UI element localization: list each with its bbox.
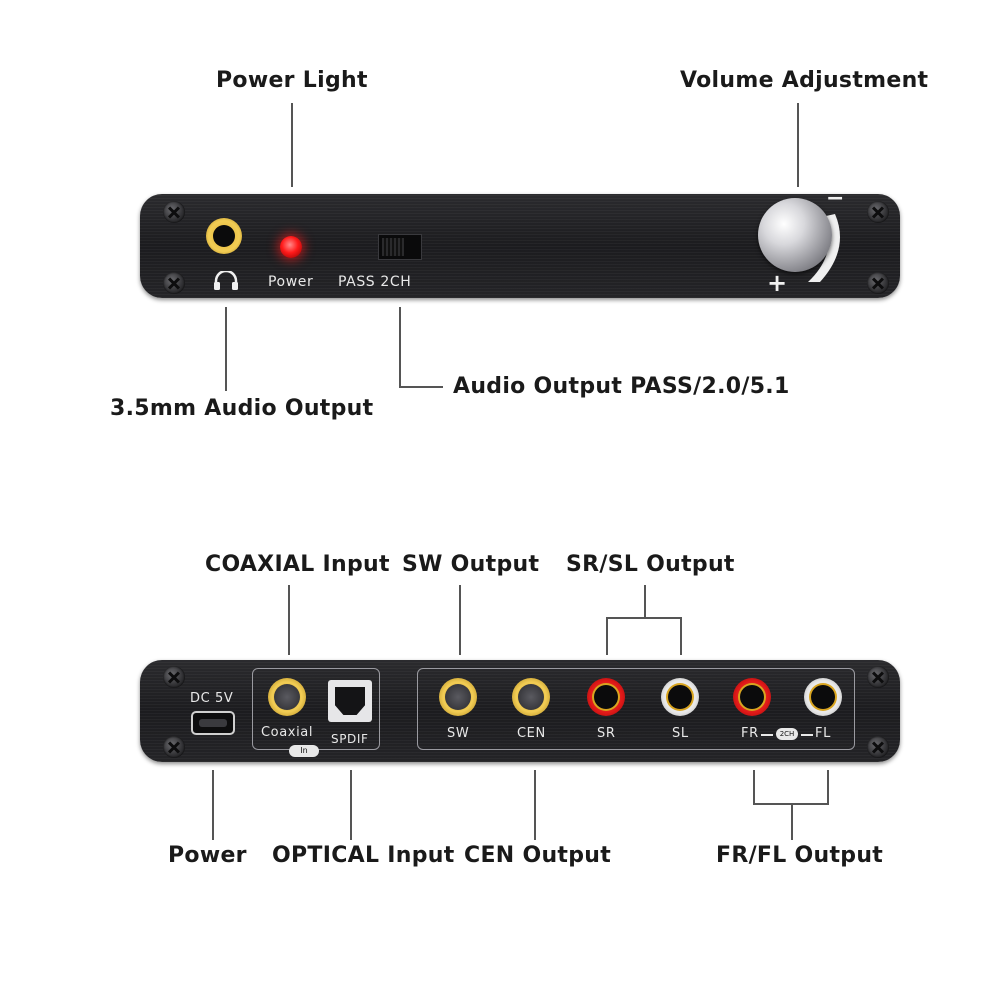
callout-coaxial-input: COAXIAL Input [205, 552, 390, 577]
dc-label: DC 5V [190, 691, 234, 706]
callout-sw-output: SW Output [402, 552, 540, 577]
coaxial-label: Coaxial [261, 725, 314, 740]
screw [163, 272, 185, 294]
screw [163, 736, 185, 758]
output-label-sw: SW [447, 726, 470, 741]
leader-optical [350, 770, 352, 840]
headphone-jack[interactable] [206, 218, 242, 254]
callout-srsl-output: SR/SL Output [566, 552, 735, 577]
callout-audio-output-mode: Audio Output PASS/2.0/5.1 [453, 374, 790, 399]
mode-switch[interactable] [378, 234, 422, 260]
leader-power-light [291, 103, 293, 187]
output-label-sr: SR [597, 726, 616, 741]
output-label-cen: CEN [517, 726, 546, 741]
leader-sr [606, 617, 608, 655]
in-badge: In [289, 745, 319, 757]
spdif-label: SPDIF [331, 732, 369, 746]
leader-power [212, 770, 214, 840]
fr-jack[interactable] [733, 678, 771, 716]
leader-switch [399, 307, 401, 387]
fl-jack[interactable] [804, 678, 842, 716]
callout-power: Power [168, 843, 247, 868]
volume-plus: + [767, 269, 788, 297]
screw [867, 272, 889, 294]
callout-35mm-audio-output: 3.5mm Audio Output [110, 396, 374, 421]
output-group-frame [417, 668, 855, 750]
callout-frfl-output: FR/FL Output [716, 843, 884, 868]
output-label-fl: FL [815, 726, 831, 741]
leader-coaxial [288, 585, 290, 655]
sl-jack[interactable] [661, 678, 699, 716]
volume-minus: − [826, 186, 845, 211]
coaxial-jack[interactable] [268, 678, 306, 716]
2ch-badge: 2CH [776, 728, 798, 740]
power-label: Power [268, 274, 314, 290]
fr-dash [761, 734, 773, 736]
optical-port[interactable] [328, 680, 372, 722]
callout-optical-input: OPTICAL Input [272, 843, 455, 868]
callout-cen-output: CEN Output [464, 843, 612, 868]
leader-sl [680, 617, 682, 655]
fl-dash [801, 734, 813, 736]
leader-frfl [791, 803, 793, 840]
leader-volume [797, 103, 799, 187]
volume-arc [808, 214, 840, 282]
leader-cen [534, 770, 536, 840]
switch-knob[interactable] [382, 238, 404, 256]
leader-35mm [225, 307, 227, 391]
sw-jack[interactable] [439, 678, 477, 716]
callout-volume-adjustment: Volume Adjustment [680, 68, 929, 93]
sr-jack[interactable] [587, 678, 625, 716]
screw [867, 666, 889, 688]
callout-power-light: Power Light [216, 68, 368, 93]
headphone-icon [214, 271, 238, 290]
power-led [280, 236, 302, 258]
volume-knob[interactable] [758, 198, 832, 272]
screw [163, 666, 185, 688]
screw [163, 201, 185, 223]
switch-label: PASS 2CH [338, 274, 412, 290]
leader-srsl [644, 585, 646, 618]
leader-srsl-bracket [606, 617, 682, 619]
cen-jack[interactable] [512, 678, 550, 716]
leader-switch-horizontal [399, 386, 443, 388]
screw [867, 201, 889, 223]
leader-sw [459, 585, 461, 655]
leader-fl [827, 770, 829, 804]
screw [867, 736, 889, 758]
dc-port[interactable] [191, 711, 235, 735]
output-label-sl: SL [672, 726, 689, 741]
output-label-fr: FR [741, 726, 759, 741]
leader-fr [753, 770, 755, 804]
